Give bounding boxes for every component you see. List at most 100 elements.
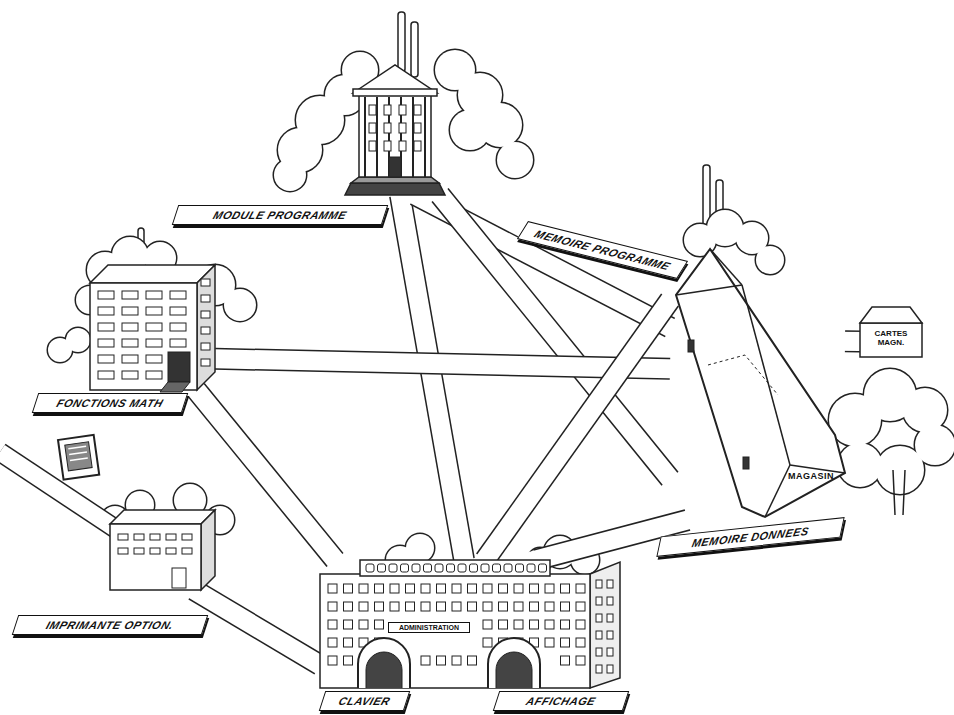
building-front xyxy=(320,574,590,688)
road-surface xyxy=(400,195,464,560)
display-digit xyxy=(447,564,455,572)
entrance-arch xyxy=(358,638,410,688)
window xyxy=(201,343,210,350)
window xyxy=(483,620,492,629)
division-line xyxy=(708,355,778,395)
window xyxy=(375,584,384,593)
road-direction xyxy=(400,195,464,560)
window xyxy=(607,614,613,622)
window xyxy=(98,371,114,379)
window xyxy=(359,584,368,593)
window xyxy=(122,291,138,299)
ridge-line xyxy=(765,465,790,517)
roof xyxy=(110,510,215,524)
window xyxy=(98,323,114,331)
window xyxy=(483,584,492,593)
house-roof xyxy=(860,307,922,323)
building-drawing xyxy=(345,65,445,195)
window xyxy=(359,602,368,611)
loading-door xyxy=(743,457,749,469)
window xyxy=(530,620,539,629)
window xyxy=(369,141,376,151)
building-label: FONCTIONS MATH xyxy=(32,393,188,413)
window xyxy=(468,584,477,593)
road-surface xyxy=(215,359,670,369)
building-drawing xyxy=(860,307,922,357)
window xyxy=(399,141,406,151)
cornice xyxy=(353,89,437,96)
window xyxy=(514,584,523,593)
roof-edge xyxy=(710,249,742,285)
window xyxy=(170,307,186,315)
window xyxy=(499,602,508,611)
window xyxy=(421,584,430,593)
footpath xyxy=(845,340,860,350)
building-front xyxy=(110,524,201,590)
window xyxy=(344,638,353,647)
window xyxy=(98,291,114,299)
map-decor xyxy=(829,369,954,494)
window xyxy=(146,355,162,363)
building-front xyxy=(359,91,431,177)
display-digit xyxy=(378,564,386,572)
chimney xyxy=(398,12,405,72)
map-decor xyxy=(48,328,90,362)
window xyxy=(452,602,461,611)
window xyxy=(576,602,585,611)
window xyxy=(170,339,186,347)
display-digit xyxy=(435,564,443,572)
road-direction xyxy=(194,590,320,665)
tree-trunk xyxy=(893,470,905,515)
road-connector xyxy=(196,390,335,560)
window xyxy=(146,291,162,299)
road-edge xyxy=(196,390,335,560)
window xyxy=(328,638,337,647)
road-direction xyxy=(196,390,335,560)
display-digit xyxy=(389,564,397,572)
column xyxy=(364,97,366,177)
warehouse-outline xyxy=(676,249,845,517)
window xyxy=(596,665,602,673)
entrance-door xyxy=(366,652,402,688)
window xyxy=(201,327,210,334)
window xyxy=(384,105,391,115)
window xyxy=(369,123,376,133)
window xyxy=(150,534,160,540)
road-connector xyxy=(400,195,464,560)
building-label: MEMOIRE PROGRAMME xyxy=(517,221,688,279)
entrance-label: CLAVIER xyxy=(319,691,410,711)
window xyxy=(328,584,337,593)
ridge-line xyxy=(742,285,790,465)
window xyxy=(122,339,138,347)
window xyxy=(375,620,384,629)
window xyxy=(483,638,492,647)
road-surface xyxy=(194,590,320,665)
display-digit xyxy=(366,564,374,572)
window xyxy=(118,534,128,540)
road-edge xyxy=(400,195,464,560)
window xyxy=(468,602,477,611)
window xyxy=(98,355,114,363)
map-decor xyxy=(435,50,533,178)
building-outline xyxy=(110,510,215,590)
window xyxy=(146,307,162,315)
window xyxy=(421,602,430,611)
display-digit xyxy=(412,564,420,572)
window xyxy=(384,123,391,133)
window xyxy=(182,534,192,540)
window xyxy=(545,602,554,611)
window xyxy=(530,584,539,593)
printer-building: IMPRIMANTE OPTION. xyxy=(110,510,215,590)
window xyxy=(390,602,399,611)
building-outline xyxy=(345,45,445,195)
display-digit xyxy=(470,564,478,572)
window xyxy=(561,638,570,647)
window xyxy=(607,597,613,605)
window xyxy=(146,323,162,331)
building-drawing xyxy=(110,510,215,590)
window xyxy=(399,123,406,133)
roof xyxy=(90,265,215,283)
window xyxy=(514,620,523,629)
window xyxy=(468,656,477,665)
